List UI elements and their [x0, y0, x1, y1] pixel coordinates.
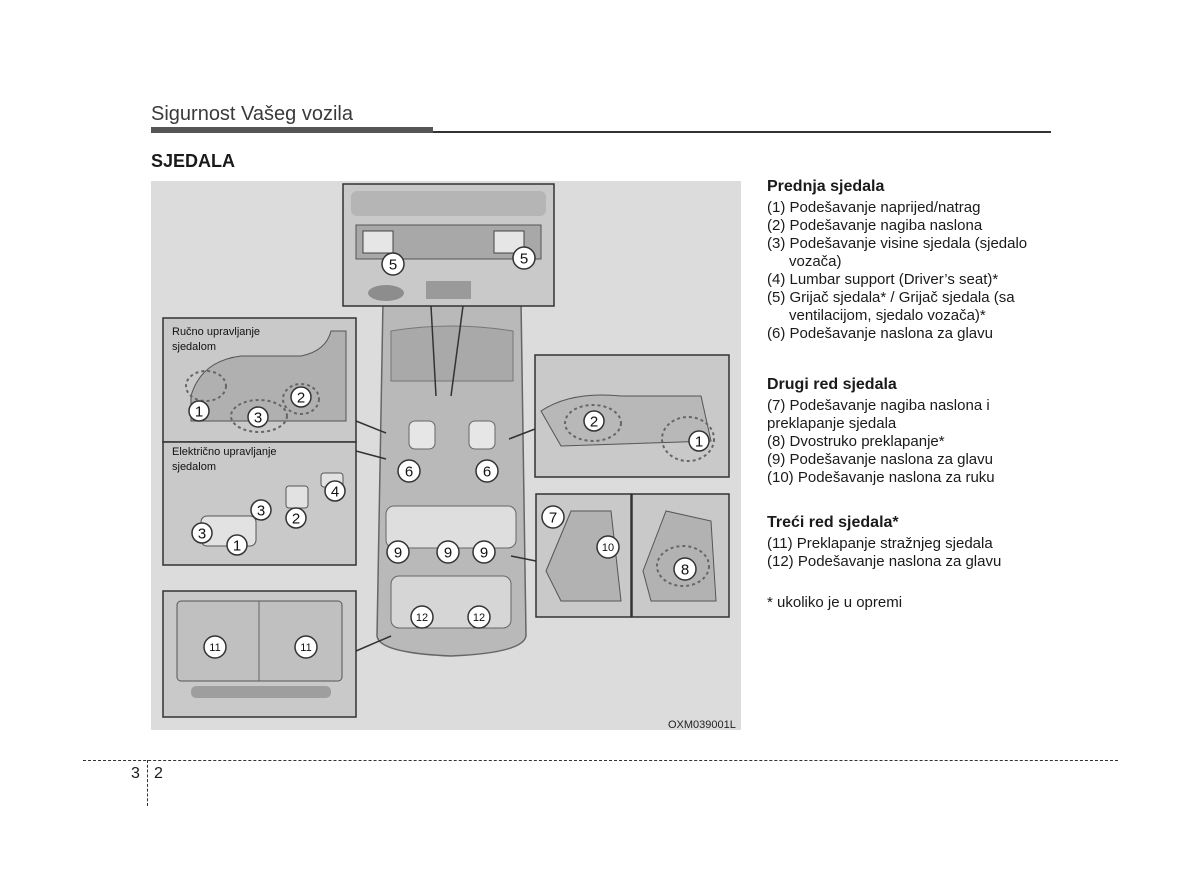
inset-label-manual: Ručno upravljanje sjedalom	[172, 325, 282, 355]
callout-12-right: 12	[467, 605, 491, 629]
front-seats-title: Prednja sjedala	[767, 178, 885, 195]
page-number: 2	[154, 765, 163, 782]
callout-12-left: 12	[410, 605, 434, 629]
callout-5-right: 5	[512, 246, 536, 270]
inset-label-electric-text: Električno upravljanje sjedalom	[172, 446, 277, 473]
callout-3-electric-a-text: 3	[257, 503, 265, 520]
list-item: (3) Podešavanje visine sjedala (sjedalo …	[767, 235, 1028, 270]
callout-3-manual: 3	[247, 406, 269, 428]
header-rule-thick	[151, 127, 433, 133]
right-seat-inset	[508, 354, 730, 478]
list-item: (1) Podešavanje naprijed/natrag	[767, 199, 981, 216]
list-item: (5) Grijač sjedala* / Grijač sjedala (sa…	[767, 289, 1015, 324]
callout-12-right-text: 12	[473, 612, 485, 624]
callout-2-right: 2	[583, 410, 605, 432]
callout-11-left: 11	[203, 635, 227, 659]
callout-1-manual-text: 1	[195, 404, 203, 421]
callout-4-electric-text: 4	[331, 484, 339, 501]
callout-2-electric: 2	[285, 507, 307, 529]
callout-1-electric: 1	[226, 534, 248, 556]
callout-11-left-text: 11	[209, 642, 220, 654]
seats-illustration: .call-circle { fill: #ffffff; stroke: #3…	[162, 183, 730, 718]
callout-6-left: 6	[397, 459, 421, 483]
callout-6-left-text: 6	[405, 464, 413, 481]
third-row-list: Treći red sjedala* (11) Preklapanje stra…	[767, 514, 1067, 571]
callout-10: 10	[596, 535, 620, 559]
footer-rule	[83, 760, 1118, 761]
list-item: (11) Preklapanje stražnjeg sjedala	[767, 535, 993, 552]
callout-9-left-text: 9	[394, 545, 402, 562]
callout-7-text: 7	[549, 510, 557, 527]
list-item: (7) Podešavanje nagiba naslona i preklap…	[767, 397, 990, 432]
second-row-title: Drugi red sjedala	[767, 376, 897, 393]
list-item: (10) Podešavanje naslona za ruku	[767, 469, 995, 486]
list-item: (8) Dvostruko preklapanje*	[767, 433, 945, 450]
callout-11-right-text: 11	[300, 642, 311, 654]
callout-4-electric: 4	[324, 480, 346, 502]
page-chapter: 3	[131, 765, 140, 782]
callout-1-manual: 1	[188, 400, 210, 422]
cargo-inset	[162, 590, 392, 718]
callout-1-right: 1	[688, 430, 710, 452]
callout-9-center: 9	[436, 540, 460, 564]
list-item: (4) Lumbar support (Driver’s seat)*	[767, 271, 999, 288]
callout-9-right-text: 9	[480, 545, 488, 562]
callout-3-manual-text: 3	[254, 410, 262, 427]
header-rule-thin	[433, 131, 1051, 133]
callout-2-manual-text: 2	[297, 390, 305, 407]
inset-label-electric: Električno upravljanje sjedalom	[172, 445, 297, 475]
callout-6-right-text: 6	[483, 464, 491, 481]
callout-10-text: 10	[602, 542, 614, 554]
callout-1-right-text: 1	[695, 434, 703, 451]
callout-8-text: 8	[681, 562, 689, 579]
callout-7: 7	[541, 505, 565, 529]
callout-5-right-text: 5	[520, 251, 528, 268]
callout-9-left: 9	[386, 540, 410, 564]
footnote: * ukoliko je u opremi	[767, 594, 903, 611]
callout-5-left-text: 5	[389, 257, 397, 274]
inset-label-manual-text: Ručno upravljanje sjedalom	[172, 326, 261, 353]
list-item: (9) Podešavanje naslona za glavu	[767, 451, 993, 468]
callout-9-right: 9	[472, 540, 496, 564]
list-item: (6) Podešavanje naslona za glavu	[767, 325, 993, 342]
callout-12-left-text: 12	[416, 612, 428, 624]
list-item: (2) Podešavanje nagiba naslona	[767, 217, 983, 234]
callout-2-right-text: 2	[590, 414, 598, 431]
callout-3-electric-b: 3	[191, 522, 213, 544]
callout-3-electric-a: 3	[250, 499, 272, 521]
dashboard-inset	[342, 183, 555, 397]
seats-diagram: .call-circle { fill: #ffffff; stroke: #3…	[151, 181, 741, 730]
callout-9-center-text: 9	[444, 545, 452, 562]
callout-5-left: 5	[381, 252, 405, 276]
footer-divider	[147, 760, 148, 806]
front-seats-list: Prednja sjedala (1) Podešavanje naprijed…	[767, 178, 1067, 343]
second-row-list: Drugi red sjedala (7) Podešavanje nagiba…	[767, 376, 1067, 487]
callout-8: 8	[673, 557, 697, 581]
list-item: (12) Podešavanje naslona za glavu	[767, 553, 1002, 570]
figure-code: OXM039001L	[668, 719, 736, 731]
callout-6-right: 6	[475, 459, 499, 483]
third-row-title: Treći red sjedala*	[767, 514, 899, 531]
callout-2-electric-text: 2	[292, 511, 300, 528]
section-title: SJEDALA	[151, 151, 236, 171]
callout-11-right: 11	[294, 635, 318, 659]
callout-1-electric-text: 1	[233, 538, 241, 555]
callout-3-electric-b-text: 3	[198, 526, 206, 543]
callout-2-manual: 2	[290, 386, 312, 408]
chapter-title: Sigurnost Vašeg vozila	[151, 103, 353, 125]
